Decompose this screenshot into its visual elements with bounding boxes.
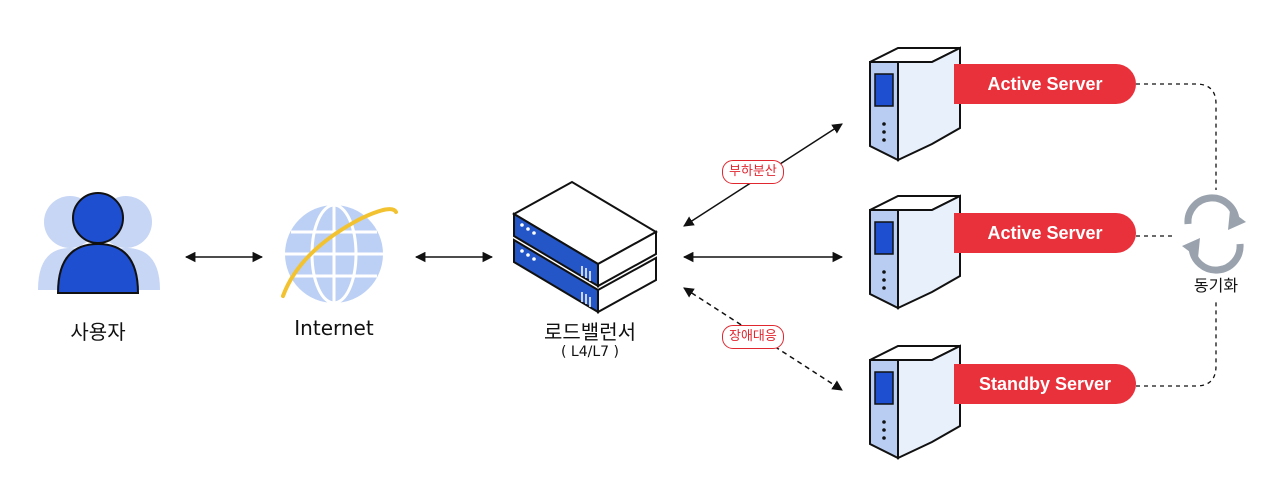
sync-line-bottom <box>1136 300 1217 387</box>
load-balancer-icon <box>511 180 659 314</box>
load-balancer-sublabel: ( L4/L7 ) <box>561 344 619 360</box>
load-balance-tag: 부하분산 <box>722 160 784 184</box>
server1-badge: Active Server <box>954 64 1136 104</box>
sync-line-top <box>1136 83 1217 190</box>
server-icon-2 <box>869 194 961 310</box>
user-label: 사용자 <box>70 320 126 344</box>
sync-label: 동기화 <box>1193 276 1239 295</box>
server-icon-1 <box>869 46 961 162</box>
user-icon <box>38 192 160 294</box>
server-icon-3 <box>869 344 961 460</box>
internet-label: Internet <box>294 316 374 340</box>
server2-badge: Active Server <box>954 213 1136 253</box>
failover-tag: 장애대응 <box>722 325 784 349</box>
globe-icon <box>281 203 398 305</box>
sync-icon <box>1182 194 1246 274</box>
load-balancer-label: 로드밸런서 <box>544 320 636 344</box>
server3-badge: Standby Server <box>954 364 1136 404</box>
